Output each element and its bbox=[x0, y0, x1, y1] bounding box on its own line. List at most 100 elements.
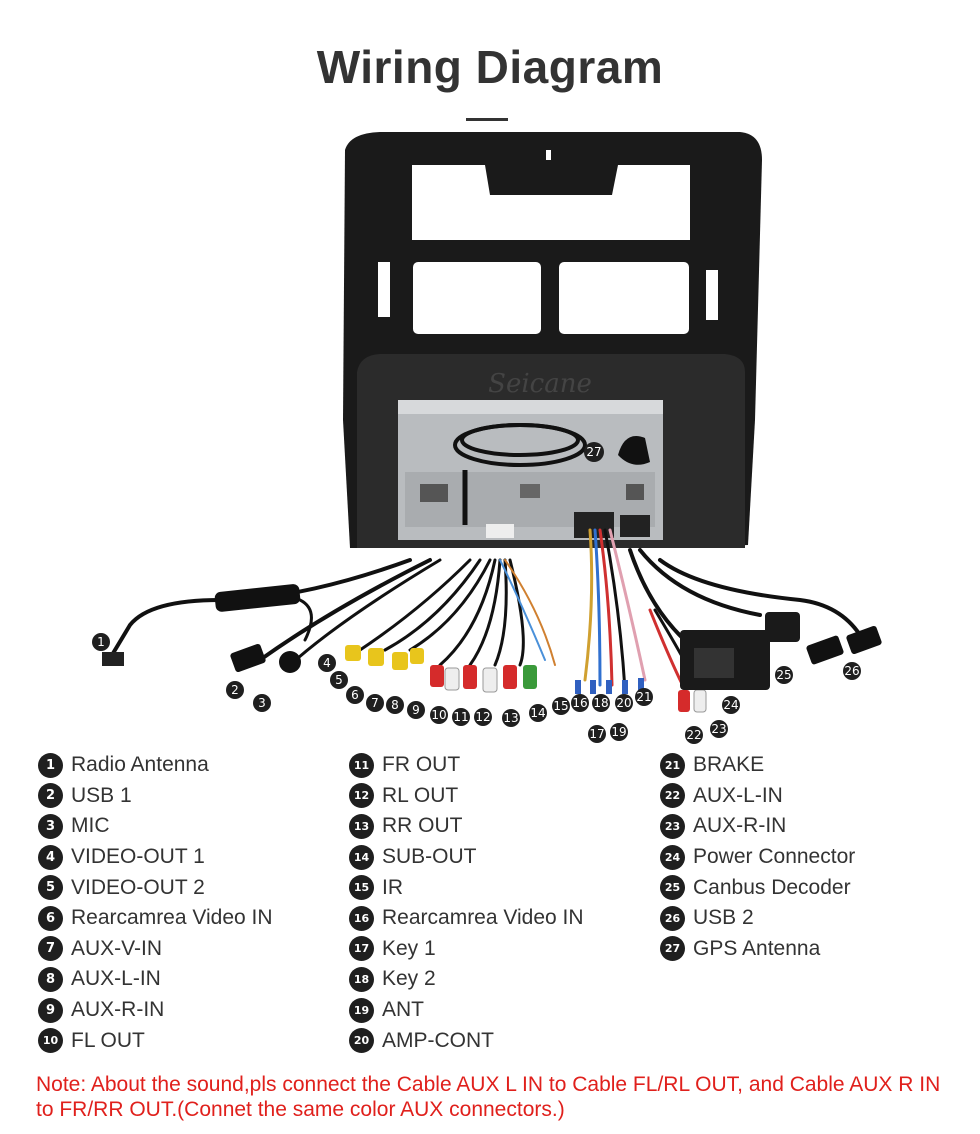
sound-note: Note: About the sound,pls connect the Ca… bbox=[36, 1073, 941, 1121]
svg-text:12: 12 bbox=[475, 710, 490, 724]
legend-label: MIC bbox=[71, 814, 110, 838]
legend-number: 22 bbox=[660, 783, 685, 809]
legend-item: 12 RL OUT bbox=[349, 781, 584, 812]
title-underline bbox=[466, 118, 508, 121]
svg-text:9: 9 bbox=[412, 703, 420, 717]
legend-number: 17 bbox=[349, 936, 374, 962]
legend-item: 14 SUB-OUT bbox=[349, 842, 584, 873]
svg-text:2: 2 bbox=[231, 683, 239, 697]
svg-text:27: 27 bbox=[586, 445, 601, 459]
legend-label: ANT bbox=[382, 998, 424, 1022]
callout-27: 27 bbox=[584, 442, 604, 462]
callout-12: 12 bbox=[474, 708, 492, 726]
legend-item: 13 RR OUT bbox=[349, 811, 584, 842]
legend-number: 7 bbox=[38, 936, 63, 962]
callout-9: 9 bbox=[407, 701, 425, 719]
svg-text:20: 20 bbox=[616, 696, 631, 710]
svg-text:23: 23 bbox=[711, 722, 726, 736]
callout-6: 6 bbox=[346, 686, 364, 704]
legend-label: RL OUT bbox=[382, 783, 459, 807]
legend-label: FL OUT bbox=[71, 1028, 145, 1052]
callout-8: 8 bbox=[386, 696, 404, 714]
svg-text:13: 13 bbox=[503, 711, 518, 725]
svg-text:25: 25 bbox=[776, 668, 791, 682]
legend-column-2: 11 FR OUT 12 RL OUT 13 RR OUT 14 SUB-OUT 15 I… bbox=[349, 750, 584, 1056]
callout-18: 18 bbox=[592, 694, 610, 712]
callout-25: 25 bbox=[775, 666, 793, 684]
svg-text:18: 18 bbox=[593, 696, 608, 710]
legend-number: 9 bbox=[38, 997, 63, 1023]
legend-number: 6 bbox=[38, 905, 63, 931]
legend-label: GPS Antenna bbox=[693, 936, 821, 960]
legend-number: 12 bbox=[349, 783, 374, 809]
legend-label: USB 1 bbox=[71, 783, 132, 807]
legend-label: AUX-R-IN bbox=[71, 998, 165, 1022]
callout-5: 5 bbox=[330, 671, 348, 689]
svg-text:26: 26 bbox=[844, 664, 859, 678]
callout-20: 20 bbox=[615, 694, 633, 712]
svg-text:11: 11 bbox=[453, 710, 468, 724]
svg-text:1: 1 bbox=[97, 635, 105, 649]
legend-item: 7 AUX-V-IN bbox=[38, 934, 273, 965]
callout-22: 22 bbox=[685, 726, 703, 744]
svg-text:16: 16 bbox=[572, 696, 587, 710]
callout-2: 2 bbox=[226, 681, 244, 699]
legend-item: 18 Key 2 bbox=[349, 964, 584, 995]
legend-number: 18 bbox=[349, 966, 374, 992]
legend-label: BRAKE bbox=[693, 753, 765, 777]
legend-item: 11 FR OUT bbox=[349, 750, 584, 781]
legend-label: AUX-R-IN bbox=[693, 814, 787, 838]
legend-label: Power Connector bbox=[693, 845, 856, 869]
connectors bbox=[102, 612, 882, 713]
legend-number: 2 bbox=[38, 783, 63, 809]
wire-harness bbox=[110, 528, 862, 692]
callout-markers: 1 2 3 4 5 6 7 8 9 10 11 12 13 14 15 16 1… bbox=[92, 442, 861, 744]
legend-label: SUB-OUT bbox=[382, 845, 477, 869]
legend-label: USB 2 bbox=[693, 906, 754, 930]
legend-item: 2 USB 1 bbox=[38, 781, 273, 812]
legend-number: 13 bbox=[349, 813, 374, 839]
watermark: Seicane bbox=[488, 369, 592, 399]
legend-item: 15 IR bbox=[349, 872, 584, 903]
legend-item: 9 AUX-R-IN bbox=[38, 995, 273, 1026]
callout-16: 16 bbox=[571, 694, 589, 712]
callout-11: 11 bbox=[452, 708, 470, 726]
svg-text:7: 7 bbox=[371, 696, 379, 710]
legend-label: Rearcamrea Video IN bbox=[382, 906, 584, 930]
svg-text:14: 14 bbox=[530, 706, 545, 720]
legend-number: 14 bbox=[349, 844, 374, 870]
svg-text:5: 5 bbox=[335, 673, 343, 687]
wiring-diagram-image: Seicane bbox=[92, 132, 882, 744]
svg-text:24: 24 bbox=[723, 698, 738, 712]
legend-label: Key 1 bbox=[382, 936, 436, 960]
head-unit bbox=[398, 400, 663, 540]
legend-number: 27 bbox=[660, 936, 685, 962]
legend-label: IR bbox=[382, 875, 403, 899]
callout-4: 4 bbox=[318, 654, 336, 672]
legend-label: FR OUT bbox=[382, 753, 461, 777]
legend-number: 15 bbox=[349, 875, 374, 901]
legend-label: AUX-V-IN bbox=[71, 936, 163, 960]
legend-number: 20 bbox=[349, 1028, 374, 1054]
legend-label: RR OUT bbox=[382, 814, 463, 838]
legend-label: Key 2 bbox=[382, 967, 436, 991]
legend-number: 11 bbox=[349, 752, 374, 778]
legend-label: Radio Antenna bbox=[71, 753, 209, 777]
callout-10: 10 bbox=[430, 706, 448, 724]
legend-number: 25 bbox=[660, 875, 685, 901]
svg-text:3: 3 bbox=[258, 696, 266, 710]
callout-1: 1 bbox=[92, 633, 110, 651]
legend-label: VIDEO-OUT 1 bbox=[71, 845, 205, 869]
